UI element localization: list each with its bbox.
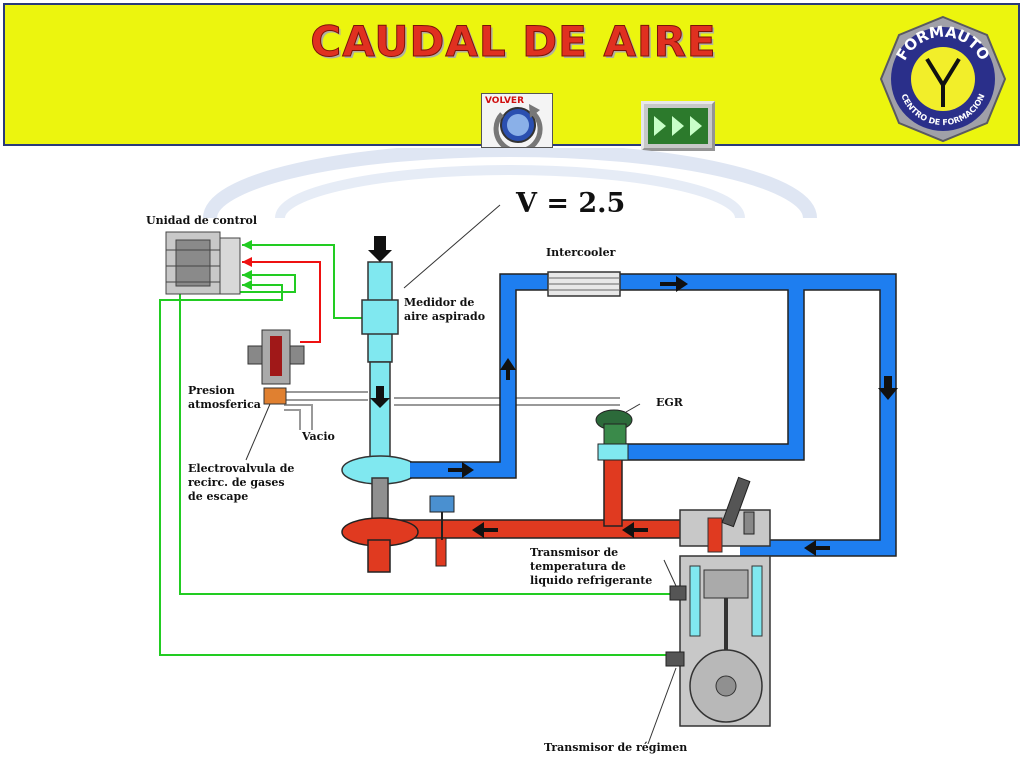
cold-air-circuit (410, 274, 896, 556)
return-arrow-icon (493, 104, 543, 154)
label-atmospheric-pressure: Presion atmosferica (188, 384, 261, 411)
engine-block (665, 476, 771, 727)
page-title: CAUDAL DE AIRE (310, 17, 717, 67)
header-banner: CAUDAL DE AIRE VOLVER FORMAUTO CENTRO (3, 3, 1020, 154)
control-wire (242, 261, 321, 343)
electrovalve (247, 329, 305, 405)
watermark-logo (203, 148, 817, 218)
label-air-meter: Medidor de aire aspirado (404, 296, 486, 323)
wire-arrows (242, 240, 252, 290)
next-button[interactable] (641, 101, 715, 151)
formauto-logo: FORMAUTO CENTRO DE FORMACION (879, 15, 1007, 143)
triple-play-forward-icon (648, 108, 708, 144)
exhaust-circuit (341, 455, 701, 573)
label-coolant-temp-sensor: Transmisor de temperatura de liquido ref… (530, 546, 653, 587)
label-rpm-sensor: Transmisor de régimen (544, 741, 688, 754)
label-vacuum: Vacio (302, 430, 335, 443)
value-display: V = 2.5 (516, 188, 626, 219)
egr-valve (595, 409, 633, 461)
label-egr: EGR (656, 396, 683, 409)
wastegate-actuator (429, 495, 455, 513)
air-intake-tube (341, 261, 419, 525)
label-control-unit: Unidad de control (146, 214, 258, 227)
label-electrovalve: Electrovalvula de recirc. de gases de es… (188, 462, 295, 503)
control-unit (165, 231, 241, 295)
intercooler (547, 271, 621, 297)
volver-label: VOLVER (485, 96, 524, 106)
label-intercooler: Intercooler (546, 246, 616, 259)
flow-arrows (368, 236, 898, 556)
